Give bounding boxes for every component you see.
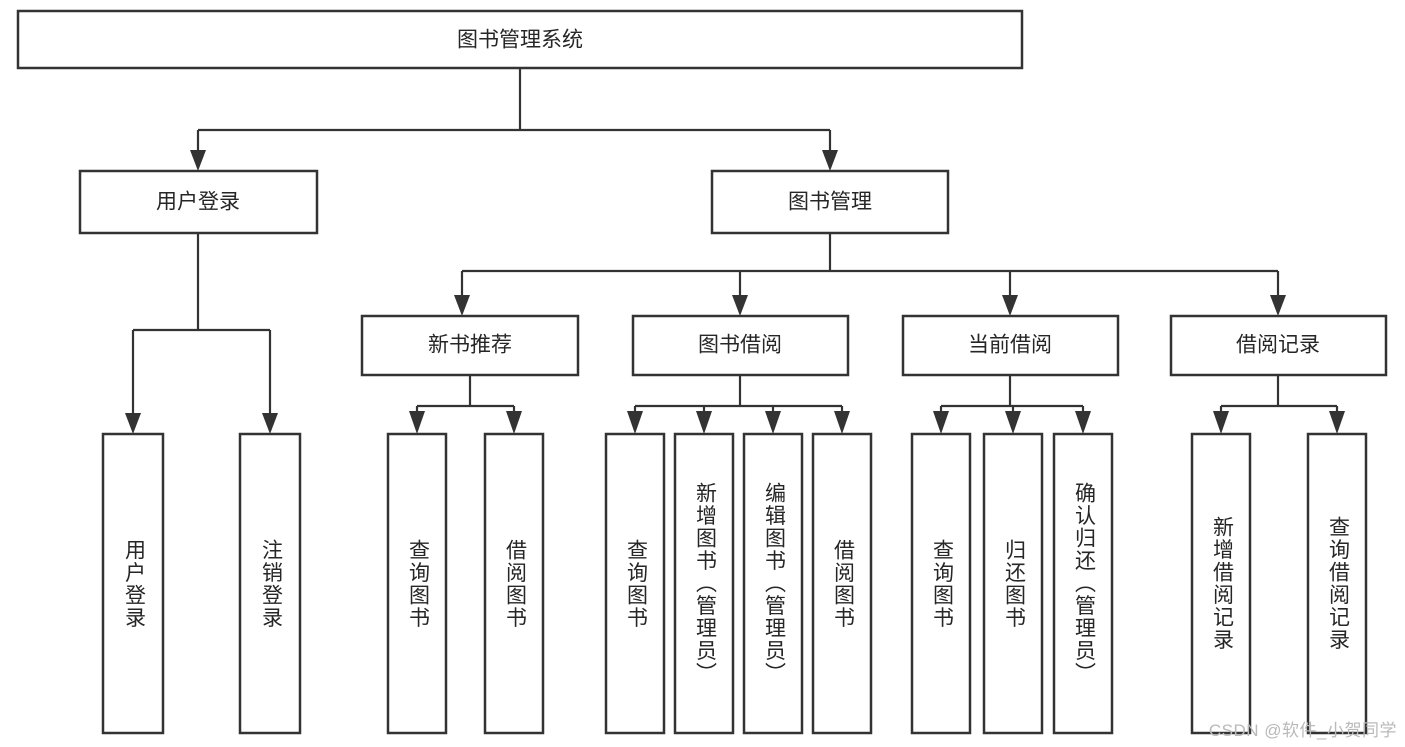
node-new-book-recommend-label: 新书推荐	[428, 334, 512, 357]
arrow-head-leaf-borrow-book-2	[834, 411, 850, 434]
node-leaf-add-borrow-record[interactable]: 新增借阅记录	[1190, 432, 1252, 735]
node-root-rect[interactable]	[16, 9, 1024, 70]
node-leaf-query-book-2-rect[interactable]	[604, 432, 666, 735]
node-leaf-user-logout-label: 注销登录	[259, 538, 283, 629]
node-leaf-user-logout-rect[interactable]	[238, 432, 302, 735]
node-book-borrow-label: 图书借阅	[698, 334, 782, 357]
arrow-head-leaf-query-borrow-record	[1329, 411, 1345, 434]
node-current-borrow-rect[interactable]	[901, 314, 1120, 377]
arrow-head-leaf-user-logout	[262, 413, 278, 434]
node-leaf-user-login-label: 用户登录	[122, 538, 146, 629]
node-leaf-return-book[interactable]: 归还图书	[982, 432, 1044, 735]
node-book-manage-rect[interactable]	[710, 169, 950, 235]
arrow-head-book-manage	[822, 150, 838, 171]
node-user-login[interactable]: 用户登录	[78, 169, 319, 235]
node-borrow-record-label: 借阅记录	[1236, 334, 1320, 357]
node-new-book-recommend[interactable]: 新书推荐	[360, 314, 580, 377]
watermark-text: CSDN @软件_小贺同学	[1208, 721, 1397, 740]
node-leaf-user-logout[interactable]: 注销登录	[238, 432, 302, 735]
arrow-head-leaf-return-book	[1005, 411, 1021, 434]
node-leaf-borrow-book-2[interactable]: 借阅图书	[811, 432, 873, 735]
node-leaf-add-book-admin-label: 新增图书（管理员）	[693, 482, 717, 685]
node-leaf-query-book-3-rect[interactable]	[910, 432, 972, 735]
arrow-head-leaf-add-borrow-record	[1213, 411, 1229, 434]
node-leaf-query-book-2[interactable]: 查询图书	[604, 432, 666, 735]
node-leaf-borrow-book-2-label: 借阅图书	[831, 538, 855, 629]
connector-layer	[125, 68, 1345, 434]
node-leaf-edit-book-admin[interactable]: 编辑图书（管理员）	[742, 432, 804, 735]
node-leaf-query-borrow-record-rect[interactable]	[1306, 432, 1368, 735]
arrow-head-book-borrow	[732, 295, 748, 316]
arrow-head-leaf-add-book-admin	[696, 411, 712, 434]
node-borrow-record[interactable]: 借阅记录	[1169, 314, 1388, 377]
arrow-head-leaf-query-book-2	[627, 411, 643, 434]
node-user-login-rect[interactable]	[78, 169, 319, 235]
arrow-head-leaf-query-book-1	[409, 411, 425, 434]
node-leaf-return-book-label: 归还图书	[1002, 538, 1026, 629]
arrow-head-user-login	[190, 150, 206, 171]
node-leaf-borrow-book-1-label: 借阅图书	[503, 538, 527, 629]
node-root[interactable]: 图书管理系统	[16, 9, 1024, 70]
node-layer: 图书管理系统 用户登录 图书管理 新书推荐 图书借阅	[16, 9, 1388, 735]
node-leaf-confirm-return-admin[interactable]: 确认归还（管理员）	[1052, 432, 1114, 735]
node-leaf-edit-book-admin-label: 编辑图书（管理员）	[762, 482, 786, 685]
arrow-head-leaf-borrow-book-1	[506, 411, 522, 434]
node-leaf-query-book-3-label: 查询图书	[930, 538, 954, 629]
node-leaf-add-borrow-record-rect[interactable]	[1190, 432, 1252, 735]
node-leaf-add-borrow-record-label: 新增借阅记录	[1210, 516, 1234, 651]
node-book-borrow[interactable]: 图书借阅	[631, 314, 850, 377]
node-leaf-borrow-book-1-rect[interactable]	[483, 432, 545, 735]
node-leaf-borrow-book-1[interactable]: 借阅图书	[483, 432, 545, 735]
node-leaf-query-borrow-record-label: 查询借阅记录	[1326, 516, 1350, 651]
arrow-head-leaf-confirm-return-admin	[1075, 411, 1091, 434]
node-leaf-query-book-3[interactable]: 查询图书	[910, 432, 972, 735]
node-leaf-borrow-book-2-rect[interactable]	[811, 432, 873, 735]
node-current-borrow-label: 当前借阅	[968, 334, 1052, 357]
node-leaf-return-book-rect[interactable]	[982, 432, 1044, 735]
node-leaf-query-book-1-label: 查询图书	[406, 538, 430, 629]
node-book-manage[interactable]: 图书管理	[710, 169, 950, 235]
arrow-head-leaf-query-book-3	[933, 411, 949, 434]
arrow-head-current-borrow	[1002, 295, 1018, 316]
node-user-login-label: 用户登录	[156, 191, 240, 214]
node-leaf-user-login-rect[interactable]	[101, 432, 165, 735]
node-new-book-recommend-rect[interactable]	[360, 314, 580, 377]
node-leaf-query-book-1-rect[interactable]	[386, 432, 448, 735]
arrow-head-leaf-user-login	[125, 413, 141, 434]
node-book-manage-label: 图书管理	[788, 191, 872, 214]
node-leaf-add-book-admin-rect[interactable]	[673, 432, 735, 735]
node-leaf-confirm-return-admin-label: 确认归还（管理员）	[1072, 482, 1096, 685]
node-book-borrow-rect[interactable]	[631, 314, 850, 377]
node-leaf-query-borrow-record[interactable]: 查询借阅记录	[1306, 432, 1368, 735]
node-leaf-add-book-admin[interactable]: 新增图书（管理员）	[673, 432, 735, 735]
node-leaf-query-book-1[interactable]: 查询图书	[386, 432, 448, 735]
node-borrow-record-rect[interactable]	[1169, 314, 1388, 377]
arrow-head-leaf-edit-book-admin	[765, 411, 781, 434]
node-leaf-confirm-return-admin-rect[interactable]	[1052, 432, 1114, 735]
node-root-label: 图书管理系统	[457, 29, 583, 52]
arrow-head-new-book-recommend	[454, 295, 470, 316]
node-leaf-edit-book-admin-rect[interactable]	[742, 432, 804, 735]
node-current-borrow[interactable]: 当前借阅	[901, 314, 1120, 377]
node-leaf-user-login[interactable]: 用户登录	[101, 432, 165, 735]
node-leaf-query-book-2-label: 查询图书	[624, 538, 648, 629]
arrow-head-borrow-record	[1270, 295, 1286, 316]
